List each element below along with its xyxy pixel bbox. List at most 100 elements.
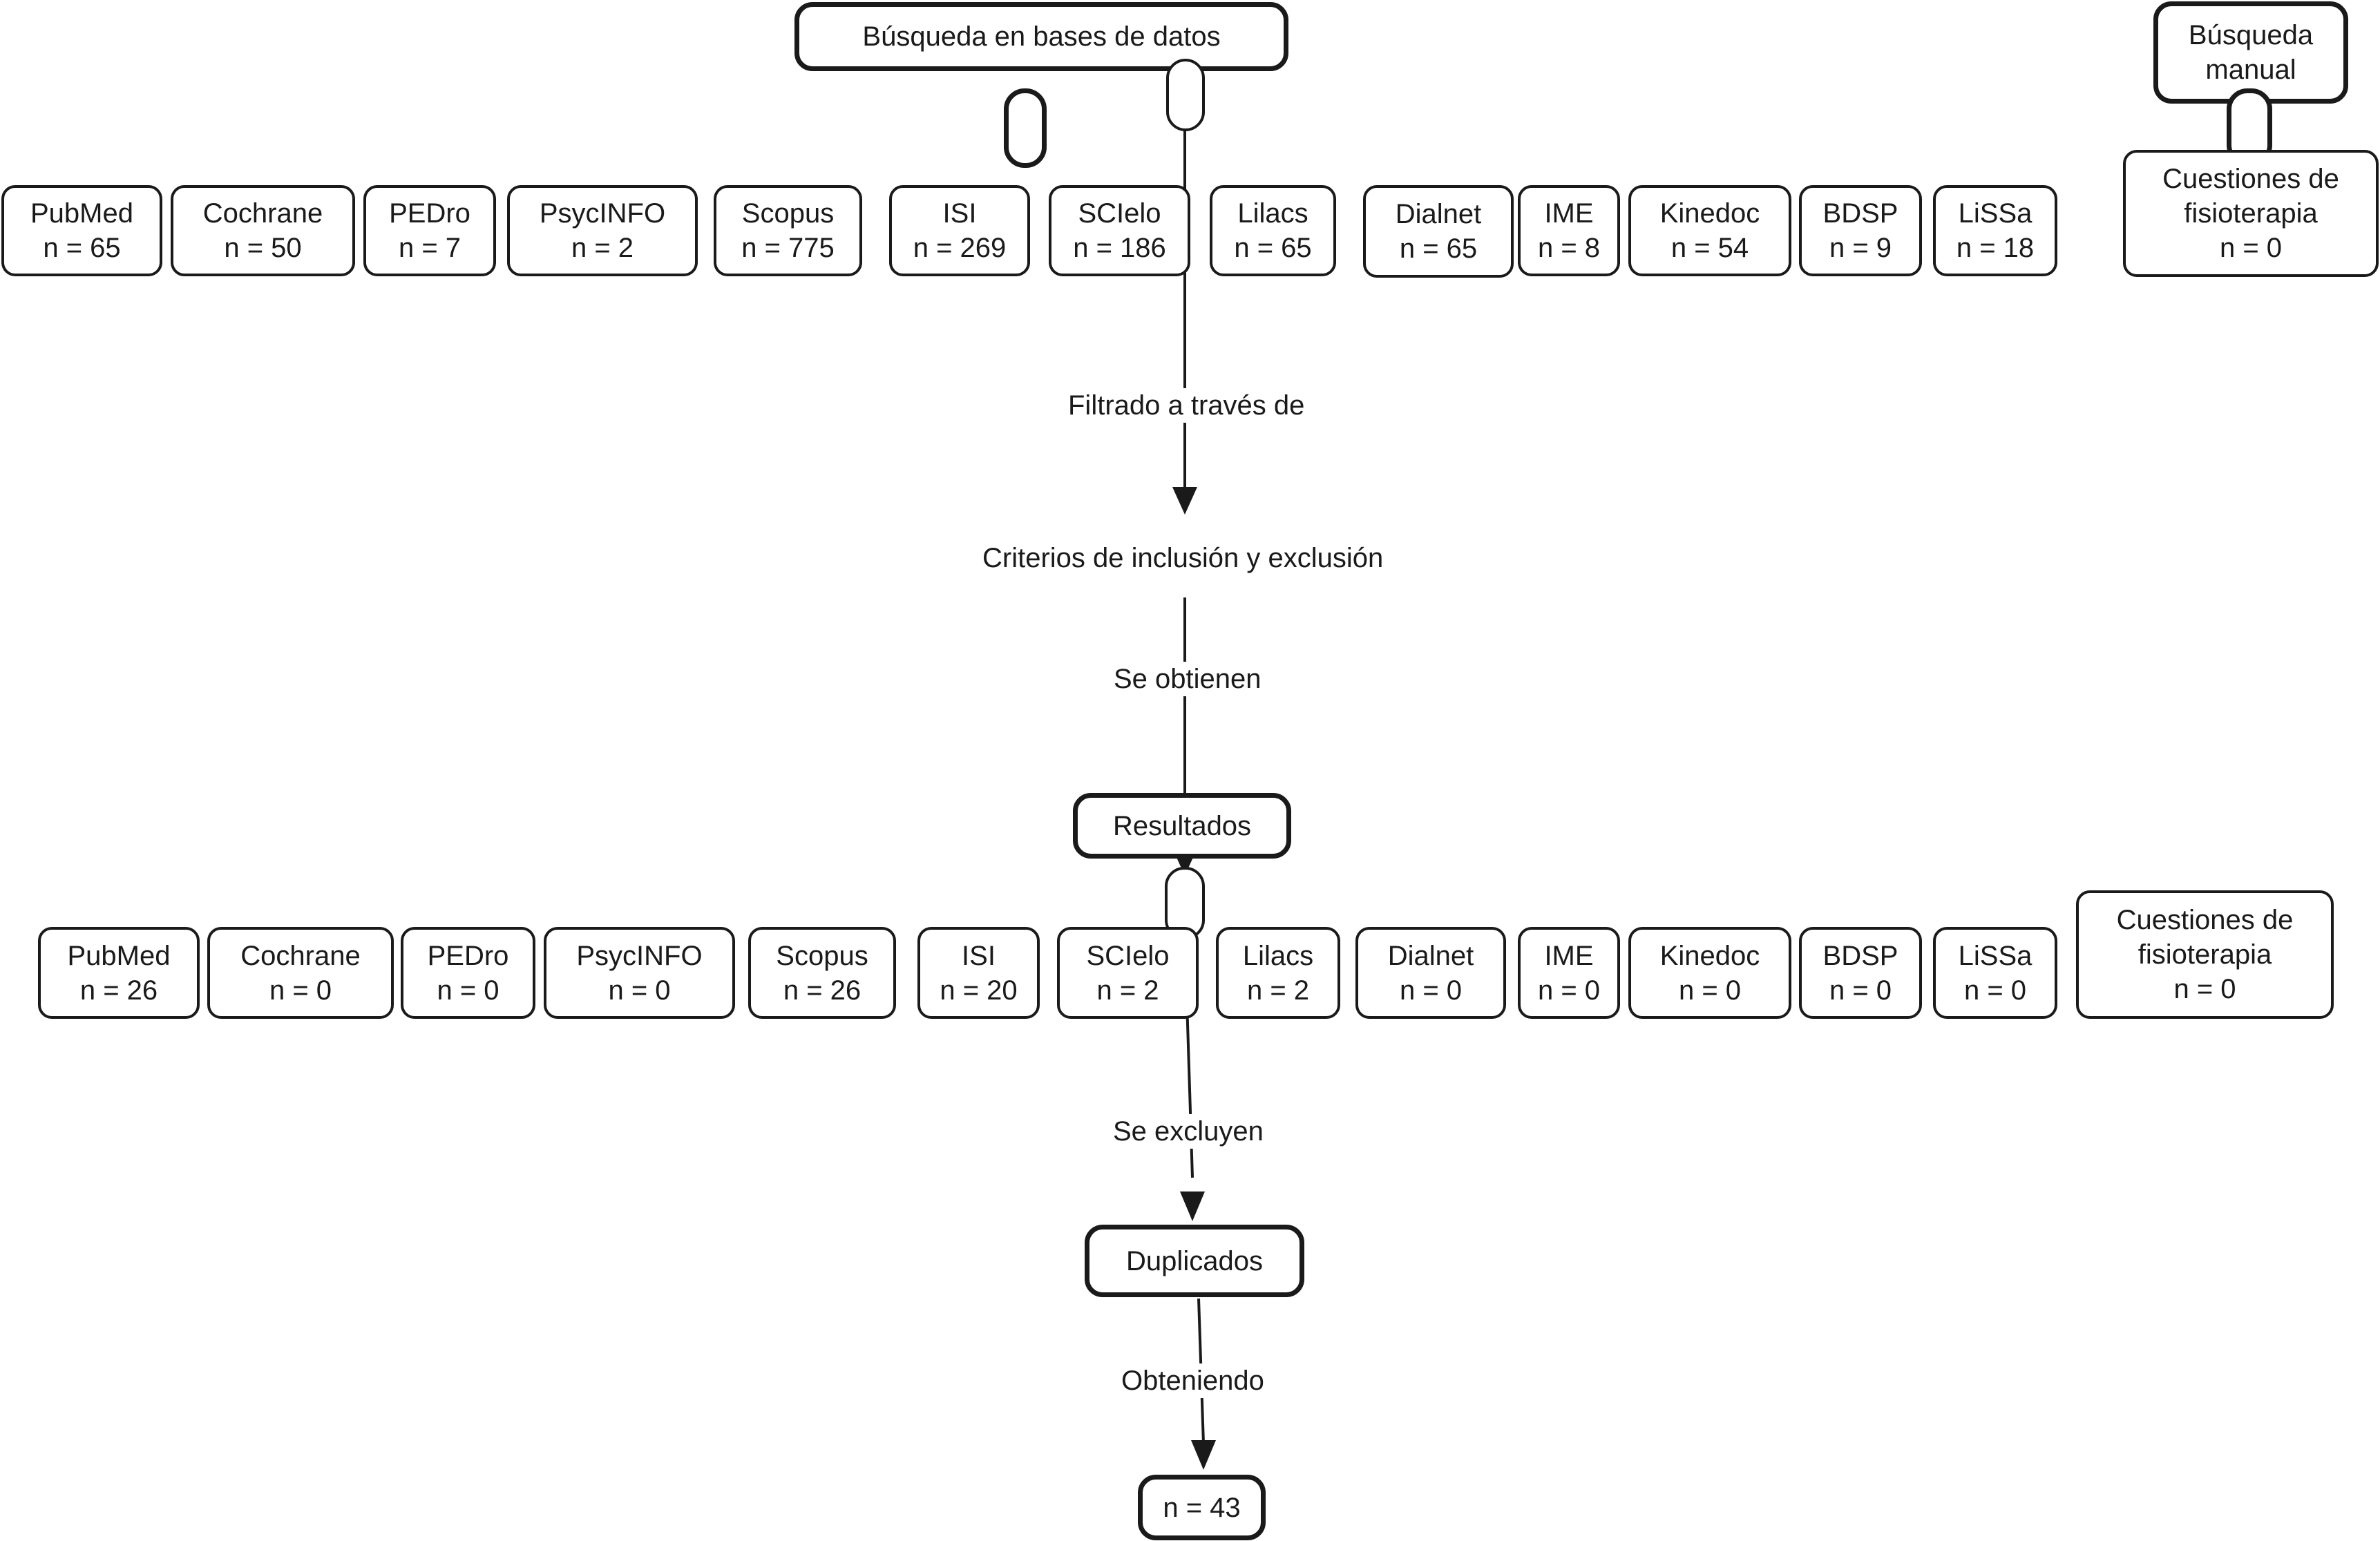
source-name: Cochrane bbox=[202, 198, 323, 229]
connector-pill-center bbox=[1166, 59, 1205, 131]
arrowhead-duplicates bbox=[1180, 1191, 1205, 1221]
result-box-pedro: PEDro n = 0 bbox=[401, 927, 535, 1019]
source-name: SCIelo bbox=[1078, 198, 1161, 229]
result-count: n = 26 bbox=[79, 975, 158, 1006]
result-box-dialnet: Dialnet n = 0 bbox=[1355, 927, 1506, 1019]
source-box-ime: IME n = 8 bbox=[1518, 185, 1620, 276]
source-name: PEDro bbox=[389, 198, 470, 229]
source-count: n = 65 bbox=[1234, 233, 1312, 263]
result-count: n = 0 bbox=[437, 975, 499, 1006]
source-box-scopus: Scopus n = 775 bbox=[714, 185, 862, 276]
source-name-line1: Cuestiones de bbox=[2162, 164, 2339, 194]
result-box-lilacs: Lilacs n = 2 bbox=[1216, 927, 1340, 1019]
arrowhead-filter bbox=[1172, 487, 1197, 515]
result-name: SCIelo bbox=[1086, 940, 1170, 971]
result-count: n = 0 bbox=[608, 975, 671, 1006]
obtaining-label: Obteniendo bbox=[1117, 1363, 1268, 1398]
source-name: Kinedoc bbox=[1659, 198, 1760, 229]
result-box-ime: IME n = 0 bbox=[1518, 927, 1620, 1019]
source-name: Scopus bbox=[741, 198, 835, 229]
result-box-fisioterapia: Cuestiones de fisioterapia n = 0 bbox=[2076, 890, 2334, 1019]
source-box-scielo: SCIelo n = 186 bbox=[1049, 185, 1190, 276]
connector-pill-left bbox=[1004, 88, 1047, 168]
result-count: n = 0 bbox=[2173, 974, 2236, 1004]
duplicates-box: Duplicados bbox=[1085, 1225, 1304, 1297]
result-name: IME bbox=[1544, 940, 1594, 971]
source-name: LiSSa bbox=[1958, 198, 2032, 229]
source-count: n = 18 bbox=[1956, 233, 2035, 263]
manual-search-title: Búsqueda manual bbox=[2188, 20, 2314, 85]
source-name: BDSP bbox=[1822, 198, 1898, 229]
result-name-line1: Cuestiones de bbox=[2116, 905, 2294, 935]
result-name: Kinedoc bbox=[1659, 940, 1760, 971]
source-name: PubMed bbox=[30, 198, 133, 229]
source-name: PsycINFO bbox=[539, 198, 666, 229]
result-name: ISI bbox=[962, 940, 996, 971]
arrowhead-final bbox=[1191, 1440, 1216, 1470]
source-count: n = 7 bbox=[398, 233, 461, 263]
source-count: n = 186 bbox=[1073, 233, 1166, 263]
result-name: PubMed bbox=[67, 940, 171, 971]
source-box-cochrane: Cochrane n = 50 bbox=[171, 185, 355, 276]
exclude-label: Se excluyen bbox=[1109, 1114, 1268, 1149]
result-box-isi: ISI n = 20 bbox=[917, 927, 1040, 1019]
source-count: n = 775 bbox=[741, 233, 835, 263]
manual-search-box: Búsqueda manual bbox=[2153, 1, 2348, 104]
source-box-isi: ISI n = 269 bbox=[889, 185, 1030, 276]
result-name: Cochrane bbox=[240, 940, 361, 971]
result-name: LiSSa bbox=[1958, 940, 2032, 971]
result-box-pubmed: PubMed n = 26 bbox=[38, 927, 200, 1019]
source-name-line2: fisioterapia bbox=[2184, 198, 2318, 229]
result-name: BDSP bbox=[1822, 940, 1898, 971]
result-box-scopus: Scopus n = 26 bbox=[748, 927, 896, 1019]
source-count: n = 8 bbox=[1537, 233, 1601, 263]
source-name: IME bbox=[1544, 198, 1594, 229]
source-count: n = 54 bbox=[1670, 233, 1749, 263]
obtain-label: Se obtienen bbox=[1110, 662, 1266, 696]
source-box-bdsp: BDSP n = 9 bbox=[1799, 185, 1922, 276]
database-search-box: Búsqueda en bases de datos bbox=[794, 2, 1288, 71]
result-name: PEDro bbox=[427, 940, 509, 971]
source-box-pedro: PEDro n = 7 bbox=[363, 185, 496, 276]
source-count: n = 50 bbox=[224, 233, 302, 263]
result-name: Scopus bbox=[776, 940, 868, 971]
source-box-lissa: LiSSa n = 18 bbox=[1933, 185, 2057, 276]
database-search-title: Búsqueda en bases de datos bbox=[862, 21, 1221, 52]
result-box-kinedoc: Kinedoc n = 0 bbox=[1628, 927, 1791, 1019]
result-name: Dialnet bbox=[1387, 940, 1474, 971]
source-count: n = 65 bbox=[1399, 233, 1478, 264]
result-count: n = 0 bbox=[269, 975, 332, 1006]
result-box-cochrane: Cochrane n = 0 bbox=[207, 927, 394, 1019]
result-box-lissa: LiSSa n = 0 bbox=[1933, 927, 2057, 1019]
result-name: Lilacs bbox=[1242, 940, 1314, 971]
source-name: Dialnet bbox=[1395, 199, 1482, 229]
source-box-fisioterapia: Cuestiones de fisioterapia n = 0 bbox=[2123, 150, 2379, 277]
results-box: Resultados bbox=[1073, 793, 1291, 859]
criteria-label: Criterios de inclusión y exclusión bbox=[978, 541, 1388, 575]
result-count: n = 20 bbox=[940, 975, 1018, 1006]
source-count: n = 9 bbox=[1829, 233, 1892, 263]
final-count-box: n = 43 bbox=[1138, 1475, 1266, 1540]
source-name: ISI bbox=[942, 198, 977, 229]
results-title: Resultados bbox=[1112, 810, 1252, 841]
source-box-lilacs: Lilacs n = 65 bbox=[1210, 185, 1336, 276]
result-count: n = 0 bbox=[1963, 975, 2027, 1006]
source-count: n = 65 bbox=[43, 233, 121, 263]
source-box-dialnet: Dialnet n = 65 bbox=[1363, 185, 1514, 278]
source-box-pubmed: PubMed n = 65 bbox=[1, 185, 162, 276]
result-count: n = 0 bbox=[1829, 975, 1892, 1006]
result-count: n = 0 bbox=[1537, 975, 1601, 1006]
result-box-psycinfo: PsycINFO n = 0 bbox=[544, 927, 735, 1019]
source-count: n = 269 bbox=[913, 233, 1007, 263]
final-count: n = 43 bbox=[1163, 1492, 1241, 1523]
result-count: n = 0 bbox=[1399, 975, 1463, 1006]
source-count: n = 2 bbox=[571, 233, 634, 263]
source-box-kinedoc: Kinedoc n = 54 bbox=[1628, 185, 1791, 276]
result-count: n = 26 bbox=[783, 975, 861, 1006]
result-name: PsycINFO bbox=[576, 940, 703, 971]
result-box-bdsp: BDSP n = 0 bbox=[1799, 927, 1922, 1019]
result-name-line2: fisioterapia bbox=[2138, 939, 2272, 970]
source-count: n = 0 bbox=[2219, 233, 2283, 263]
filter-label: Filtrado a través de bbox=[1064, 388, 1309, 423]
